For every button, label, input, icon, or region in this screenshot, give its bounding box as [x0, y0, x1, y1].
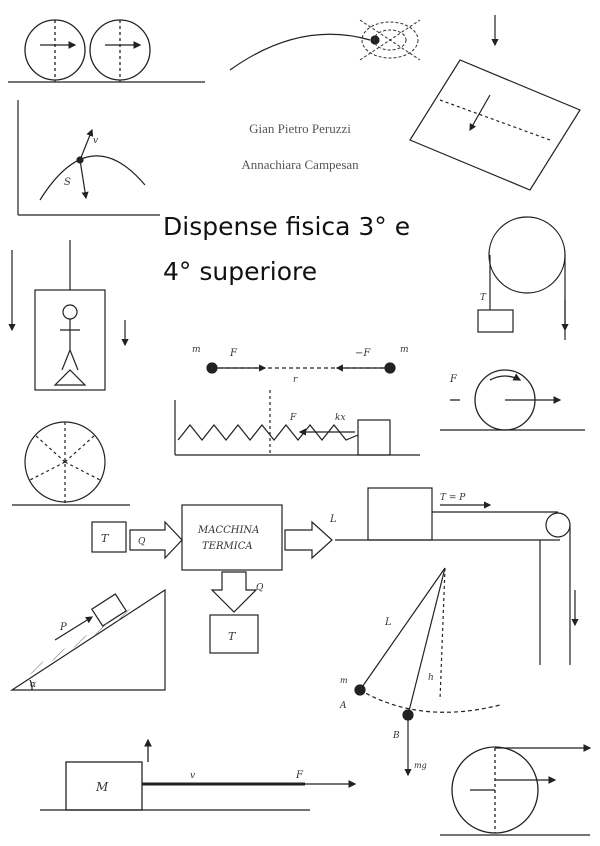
author-2: Annachiara Campesan — [241, 157, 359, 172]
label-machine-1: MACCHINA — [197, 525, 259, 536]
label-t2: T — [228, 630, 237, 643]
author-1: Gian Pietro Peruzzi — [249, 121, 351, 136]
rolling-wheel-right — [440, 369, 585, 431]
spring-system — [174, 390, 420, 456]
label-b: B — [392, 731, 400, 741]
two-masses-forces — [206, 362, 396, 374]
elevator-diagram — [8, 240, 129, 391]
heat-engine-diagram — [91, 504, 333, 654]
title-line-1: Dispense fisica 3° e — [163, 212, 411, 241]
label-a: A — [339, 701, 347, 711]
label-t-mg: T = P — [440, 493, 466, 503]
field-lines-diagram — [359, 19, 421, 61]
label-len: L — [384, 617, 392, 628]
label-p: P — [59, 622, 67, 633]
label-t-pulley: T — [480, 293, 487, 303]
label-fa: F — [449, 374, 458, 385]
projectile-axes — [17, 100, 160, 216]
pulley-diagram — [477, 216, 569, 340]
label-v: v — [190, 771, 195, 781]
label-l: L — [329, 514, 337, 525]
wheel-bottom-right — [440, 744, 592, 836]
label-big-m: M — [95, 780, 109, 794]
label-q: Q — [138, 537, 146, 547]
label-m1: m — [192, 345, 201, 355]
inclined-plane-block — [9, 588, 166, 691]
label-f: F — [229, 348, 238, 359]
label-machine-2: TERMICA — [202, 541, 253, 552]
rolling-wheels-diagram — [8, 19, 205, 83]
label-h: h — [428, 673, 434, 683]
label-vel: v — [93, 136, 98, 146]
label-s: S — [64, 177, 71, 188]
label-f2: F — [295, 770, 304, 781]
label-fel: F — [289, 413, 297, 423]
block-pulley-system — [335, 487, 579, 665]
label-r: r — [293, 375, 298, 385]
inclined-plane-frame — [409, 15, 581, 191]
block-force-bottom — [40, 738, 357, 811]
label-alpha: α — [30, 680, 36, 690]
label-q2: Q — [256, 583, 264, 593]
label-m2: m — [400, 345, 409, 355]
label-mg: mg — [414, 761, 427, 770]
vertical-circle-diagram — [12, 421, 130, 506]
title-line-2: 4° superiore — [163, 257, 318, 286]
label-t1: T — [101, 532, 110, 545]
pendulum-diagram — [354, 567, 501, 777]
label-kx: kx — [335, 413, 346, 423]
label-m: m — [340, 676, 348, 685]
trajectory-arc — [229, 33, 380, 71]
label-minus-f: −F — [355, 348, 371, 359]
